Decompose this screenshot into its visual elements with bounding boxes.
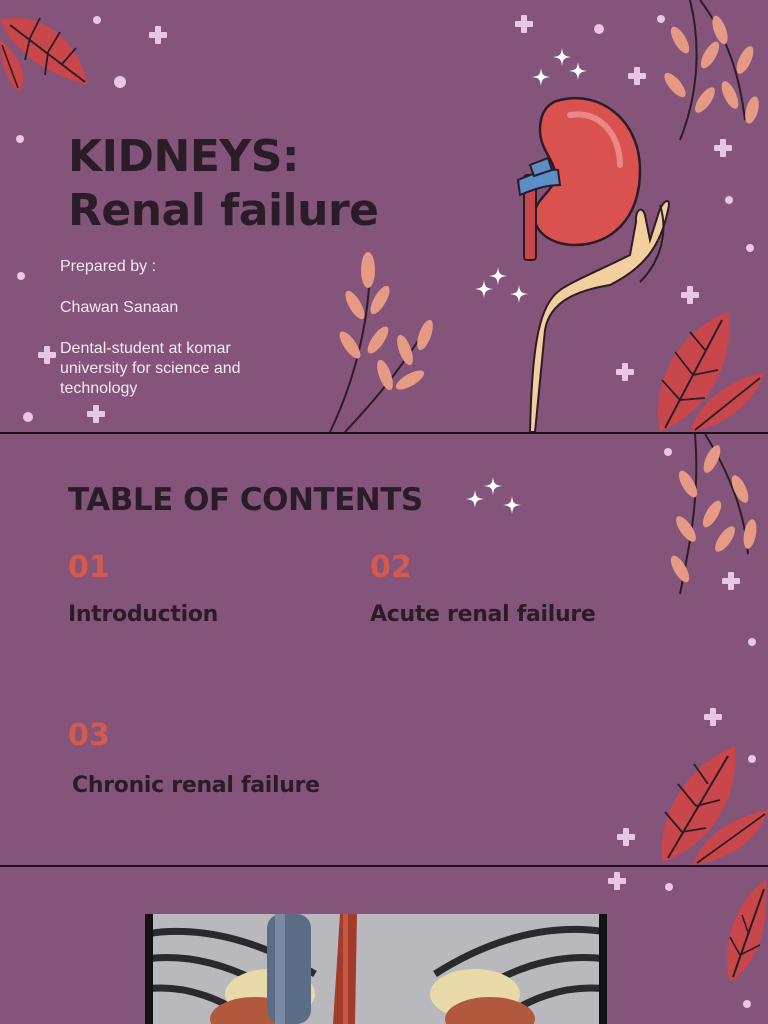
slide3-decorations xyxy=(608,872,767,1008)
slide1-decorations xyxy=(0,0,765,432)
title-line-2: Renal failure xyxy=(68,185,379,236)
slide-kidney-anatomy[interactable] xyxy=(0,867,768,1024)
toc-item-number: 01 xyxy=(68,550,110,585)
leaf-icon xyxy=(0,17,88,92)
affiliation-line-1: Dental-student at komar xyxy=(60,340,231,357)
leaf-icon xyxy=(661,746,768,865)
kidney-in-hand-icon xyxy=(516,96,642,261)
author-name: Chawan Sanaan xyxy=(60,299,179,316)
page-title: KIDNEYS: Renal failure xyxy=(68,130,379,238)
kidney-anatomy-photo xyxy=(145,914,607,1024)
slide-table-of-contents[interactable]: TABLE OF CONTENTS 01 Introduction 02 Acu… xyxy=(0,434,768,865)
prepared-by-label: Prepared by : xyxy=(60,258,157,275)
affiliation-line-3: technology xyxy=(60,380,138,397)
slide-title[interactable]: KIDNEYS: Renal failure Prepared by : Cha… xyxy=(0,0,768,432)
branch-icon xyxy=(670,434,757,595)
leaf-icon xyxy=(726,879,767,982)
toc-item-introduction[interactable]: Introduction xyxy=(68,602,219,627)
toc-title: TABLE OF CONTENTS xyxy=(68,482,423,518)
toc-item-number: 03 xyxy=(68,718,110,753)
title-line-1: KIDNEYS: xyxy=(68,131,300,182)
toc-item-chronic-renal-failure[interactable]: Chronic renal failure xyxy=(72,773,320,798)
toc-item-acute-renal-failure[interactable]: Acute renal failure xyxy=(370,602,596,627)
toc-item-number: 02 xyxy=(370,550,412,585)
slide2-decorations xyxy=(466,434,768,865)
leaf-icon xyxy=(658,312,765,432)
hand-icon xyxy=(528,200,670,432)
affiliation-line-2: university for science and xyxy=(60,360,241,377)
branch-icon xyxy=(329,252,433,432)
branch-icon xyxy=(664,0,759,141)
